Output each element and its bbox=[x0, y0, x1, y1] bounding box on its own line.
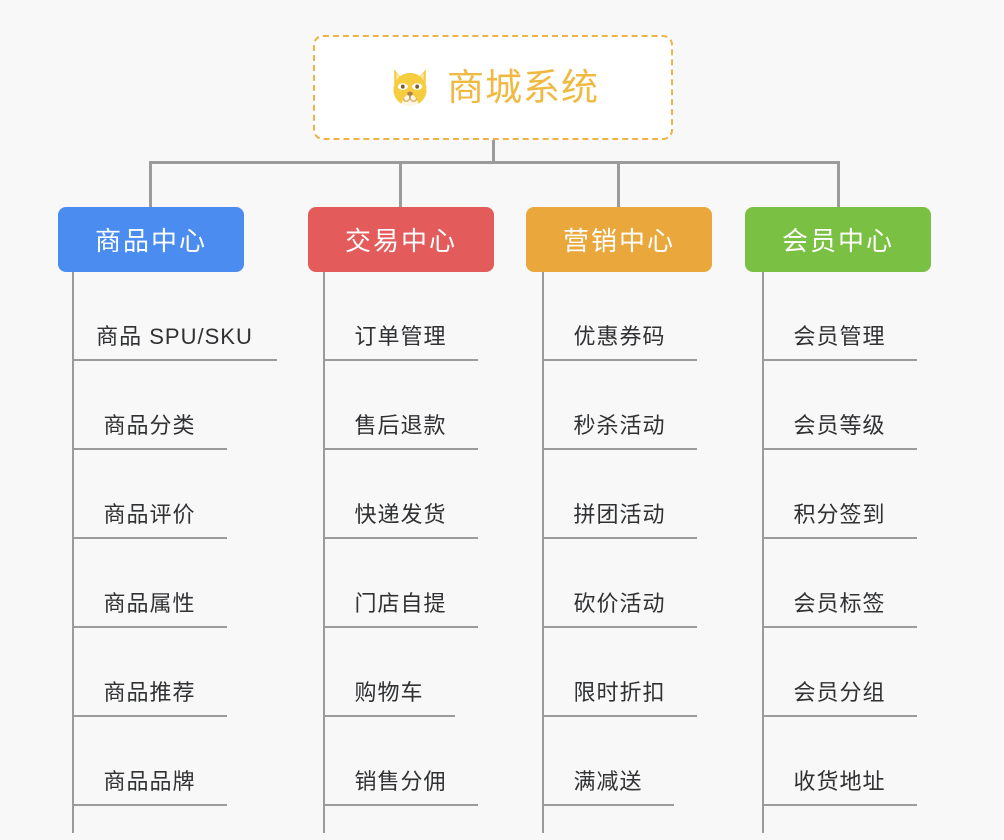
leaf-item[interactable]: 订单管理 bbox=[323, 272, 478, 361]
branch-drop-connector-2 bbox=[399, 161, 402, 207]
branch-drop-connector-4 bbox=[837, 161, 840, 207]
leaf-item[interactable]: 商品品牌 bbox=[72, 717, 227, 806]
leaf-item[interactable]: 限时折扣 bbox=[542, 628, 697, 717]
leaf-item[interactable]: 收货地址 bbox=[762, 717, 917, 806]
branch-box-product-center[interactable]: 商品中心 bbox=[58, 207, 244, 272]
branch-box-trade-center[interactable]: 交易中心 bbox=[308, 207, 494, 272]
branch-label: 交易中心 bbox=[344, 226, 457, 256]
root-title: 商城系统 bbox=[447, 67, 599, 108]
leaf-item[interactable]: 会员标签 bbox=[762, 539, 917, 628]
leaf-label: 秒杀活动 bbox=[573, 413, 666, 438]
leaf-item[interactable]: 商品评价 bbox=[72, 450, 227, 539]
leaf-item[interactable]: 商品 SPU/SKU bbox=[72, 272, 277, 361]
leaf-label: 砍价活动 bbox=[573, 591, 666, 616]
branch-label: 营销中心 bbox=[562, 226, 675, 256]
branch-box-member-center[interactable]: 会员中心 bbox=[745, 207, 931, 272]
leaf-item[interactable]: 砍价活动 bbox=[542, 539, 697, 628]
branch-label: 会员中心 bbox=[781, 226, 894, 256]
branch-label: 商品中心 bbox=[94, 226, 207, 256]
leaf-label: 限时折扣 bbox=[573, 680, 666, 705]
leaf-item[interactable]: 商品推荐 bbox=[72, 628, 227, 717]
leaf-item[interactable]: 商品属性 bbox=[72, 539, 227, 628]
leaf-label: 满减送 bbox=[573, 769, 643, 794]
leaf-item[interactable]: 售后退款 bbox=[323, 361, 478, 450]
leaf-trunk-connector bbox=[762, 272, 764, 833]
leaf-item[interactable]: 商品分类 bbox=[72, 361, 227, 450]
leaf-item[interactable]: 优惠券码 bbox=[542, 272, 697, 361]
leaf-label: 售后退款 bbox=[354, 413, 447, 438]
leaf-trunk-connector bbox=[542, 272, 544, 833]
leaf-label: 会员标签 bbox=[793, 591, 886, 616]
leaf-item[interactable]: 会员等级 bbox=[762, 361, 917, 450]
leaf-label: 订单管理 bbox=[354, 324, 447, 349]
leaf-item[interactable]: 秒杀活动 bbox=[542, 361, 697, 450]
leaf-label: 商品属性 bbox=[103, 591, 196, 616]
leaf-label: 优惠券码 bbox=[573, 324, 666, 349]
leaf-label: 商品推荐 bbox=[103, 680, 196, 705]
leaf-label: 拼团活动 bbox=[573, 502, 666, 527]
leaf-label: 商品 SPU/SKU bbox=[96, 324, 253, 349]
leaf-label: 快递发货 bbox=[354, 502, 447, 527]
leaf-label: 会员管理 bbox=[793, 324, 886, 349]
leaf-item[interactable]: 销售分佣 bbox=[323, 717, 478, 806]
leaf-label: 商品评价 bbox=[103, 502, 196, 527]
leaf-label: 商品分类 bbox=[103, 413, 196, 438]
branch-drop-connector-1 bbox=[149, 161, 152, 207]
branch-drop-connector-3 bbox=[617, 161, 620, 207]
leaf-trunk-connector bbox=[72, 272, 74, 833]
leaf-label: 门店自提 bbox=[354, 591, 447, 616]
horizontal-bus-connector bbox=[149, 161, 839, 164]
leaf-item[interactable]: 会员分组 bbox=[762, 628, 917, 717]
leaf-label: 会员等级 bbox=[793, 413, 886, 438]
leaf-label: 收货地址 bbox=[793, 769, 886, 794]
root-node[interactable]: 商城系统 bbox=[313, 35, 673, 140]
shiba-dog-icon bbox=[387, 65, 433, 111]
leaf-item[interactable]: 会员管理 bbox=[762, 272, 917, 361]
leaf-label: 购物车 bbox=[354, 680, 424, 705]
leaf-label: 会员分组 bbox=[793, 680, 886, 705]
leaf-label: 积分签到 bbox=[793, 502, 886, 527]
branch-box-marketing-center[interactable]: 营销中心 bbox=[526, 207, 712, 272]
leaf-item[interactable]: 门店自提 bbox=[323, 539, 478, 628]
leaf-item[interactable]: 快递发货 bbox=[323, 450, 478, 539]
leaf-label: 商品品牌 bbox=[103, 769, 196, 794]
root-stem-connector bbox=[492, 140, 495, 163]
leaf-trunk-connector bbox=[323, 272, 325, 833]
leaf-item[interactable]: 积分签到 bbox=[762, 450, 917, 539]
leaf-item[interactable]: 拼团活动 bbox=[542, 450, 697, 539]
leaf-label: 销售分佣 bbox=[354, 769, 447, 794]
leaf-item[interactable]: 购物车 bbox=[323, 628, 455, 717]
leaf-item[interactable]: 满减送 bbox=[542, 717, 674, 806]
